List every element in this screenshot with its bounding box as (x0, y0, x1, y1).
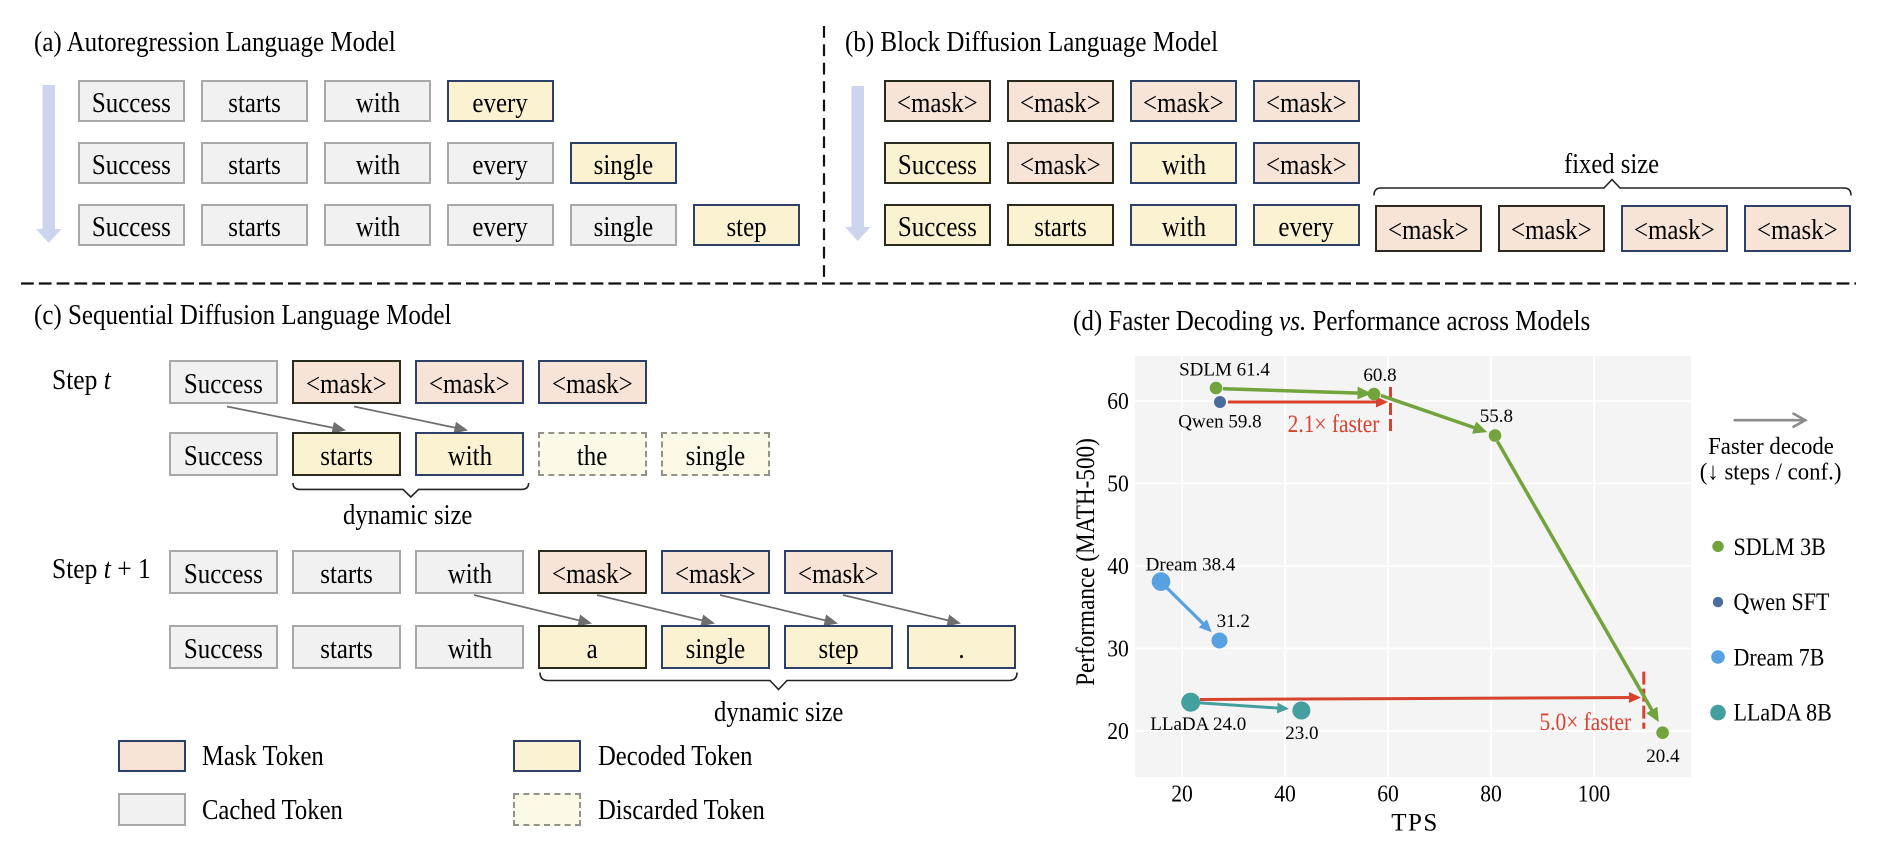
svg-text:TPS: TPS (1391, 810, 1439, 837)
svg-text:SDLM 3B: SDLM 3B (1734, 534, 1826, 562)
svg-text:60: 60 (1107, 388, 1129, 414)
svg-text:Dream 7B: Dream 7B (1734, 644, 1825, 672)
svg-text:Qwen SFT: Qwen SFT (1734, 589, 1830, 617)
svg-text:30: 30 (1107, 636, 1129, 662)
svg-text:Faster decode: Faster decode (1708, 433, 1834, 460)
svg-text:2.1× faster: 2.1× faster (1288, 411, 1380, 439)
svg-text:50: 50 (1107, 471, 1129, 497)
svg-text:100: 100 (1578, 780, 1610, 806)
svg-text:23.0: 23.0 (1285, 723, 1318, 744)
svg-text:60.8: 60.8 (1363, 365, 1396, 386)
svg-text:(↓ steps / conf.): (↓ steps / conf.) (1700, 459, 1842, 486)
svg-text:LLaDA 24.0: LLaDA 24.0 (1150, 714, 1246, 735)
svg-text:5.0× faster: 5.0× faster (1539, 708, 1631, 736)
svg-text:40: 40 (1107, 553, 1129, 579)
svg-text:20: 20 (1107, 718, 1129, 744)
svg-text:Dream 38.4: Dream 38.4 (1146, 555, 1236, 576)
svg-text:LLaDA 8B: LLaDA 8B (1734, 699, 1832, 727)
svg-text:20.4: 20.4 (1646, 746, 1680, 767)
svg-text:Performance (MATH-500): Performance (MATH-500) (1072, 438, 1101, 686)
svg-text:SDLM 61.4: SDLM 61.4 (1179, 360, 1270, 381)
svg-text:80: 80 (1480, 780, 1502, 806)
svg-text:31.2: 31.2 (1217, 611, 1250, 632)
svg-text:60: 60 (1377, 780, 1399, 806)
svg-text:40: 40 (1274, 780, 1296, 806)
svg-text:Qwen 59.8: Qwen 59.8 (1178, 412, 1261, 433)
svg-text:55.8: 55.8 (1480, 406, 1513, 427)
svg-text:20: 20 (1171, 780, 1193, 806)
